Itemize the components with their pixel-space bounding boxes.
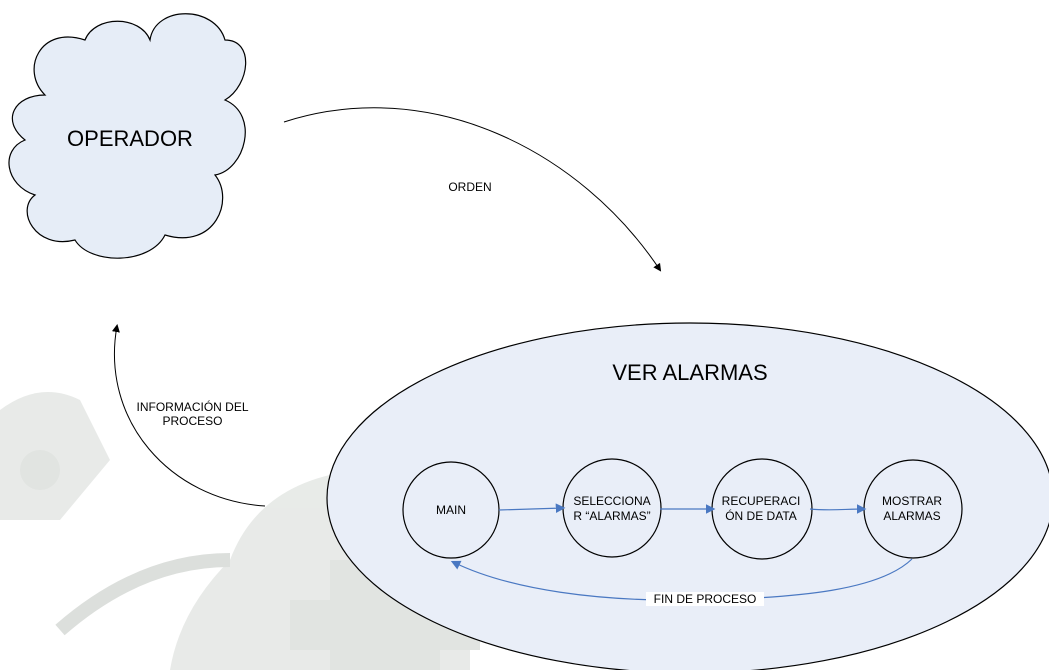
node-select-label: SELECCIONA R “ALARMAS”: [573, 494, 651, 523]
operator-cloud: [8, 13, 247, 259]
info-label: INFORMACIÓN DEL PROCESO: [120, 400, 265, 429]
info-label-line1: INFORMACIÓN DEL: [136, 400, 249, 414]
system-label: VER ALARMAS: [612, 360, 768, 385]
info-arrow: [112, 324, 266, 507]
end-process-label: FIN DE PROCESO: [646, 592, 764, 607]
order-arrow: [283, 107, 662, 272]
node-main-label: MAIN: [436, 503, 466, 517]
node-recover-label: RECUPERACI ÓN DE DATA: [721, 494, 801, 523]
operator-label: OPERADOR: [67, 126, 193, 151]
flow-arrow-main-to-select: [498, 503, 566, 514]
info-label-line2: PROCESO: [162, 414, 223, 429]
flow-arrow-recover-to-show: [809, 504, 867, 514]
node-show-label: MOSTRAR ALARMAS: [882, 494, 942, 523]
order-label: ORDEN: [448, 180, 492, 194]
system-ellipse: [326, 322, 1049, 670]
